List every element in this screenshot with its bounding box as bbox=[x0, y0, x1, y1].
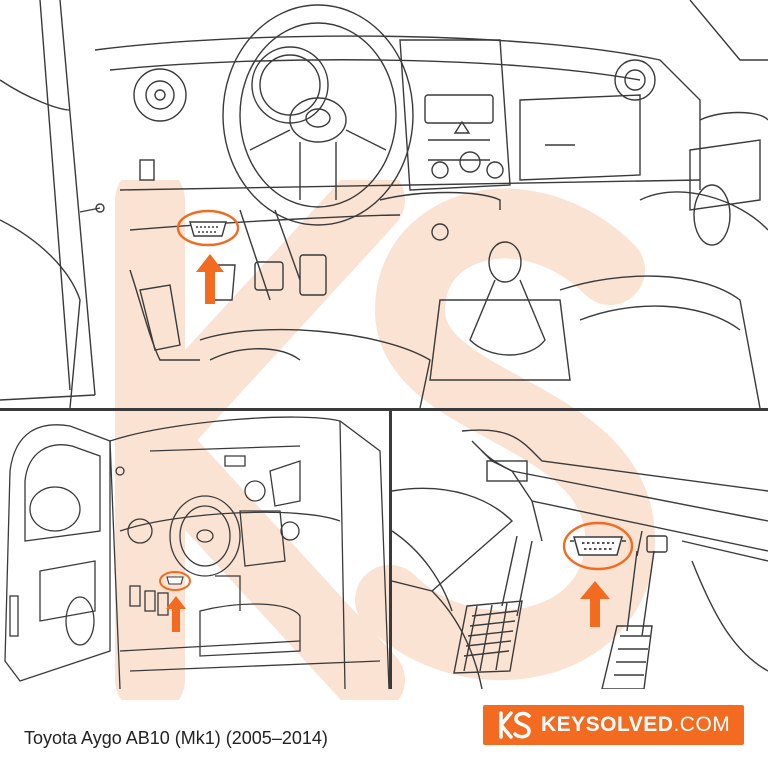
panel-divider-vertical bbox=[389, 411, 392, 689]
panel-divider-horizontal bbox=[0, 408, 768, 411]
arrow-up-small-icon bbox=[166, 596, 186, 632]
keysolved-brand-badge: KEYSOLVED.COM bbox=[483, 705, 744, 745]
obd-closeup-illustration bbox=[392, 411, 768, 689]
arrow-up-icon bbox=[196, 254, 224, 304]
brand-suffix: .COM bbox=[673, 713, 731, 736]
keysolved-logo-icon bbox=[499, 711, 531, 739]
arrow-up-closeup-icon bbox=[580, 581, 610, 627]
obd-port-icon bbox=[176, 209, 240, 247]
obd-port-small-icon bbox=[159, 571, 191, 591]
vehicle-caption: Toyota Aygo AB10 (Mk1) (2005–2014) bbox=[24, 728, 328, 748]
brand-name: KEYSOLVED bbox=[541, 713, 674, 736]
open-door-illustration bbox=[0, 411, 389, 689]
obd-port-closeup-icon bbox=[562, 521, 634, 571]
dashboard-overview-illustration bbox=[0, 0, 768, 408]
brand-wordmark: KEYSOLVED.COM bbox=[541, 713, 730, 737]
